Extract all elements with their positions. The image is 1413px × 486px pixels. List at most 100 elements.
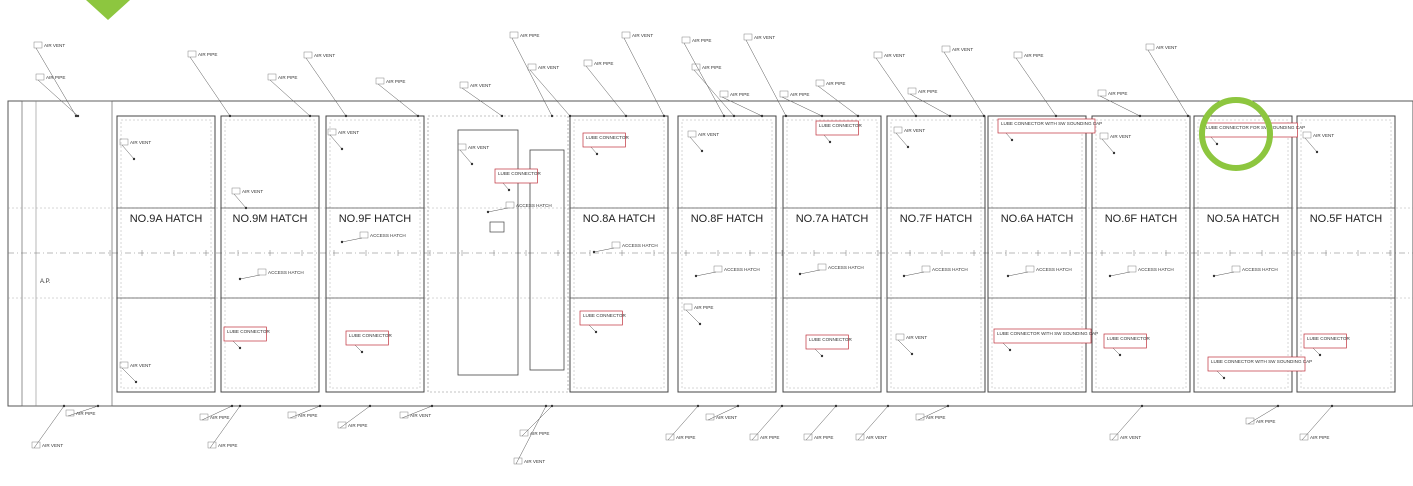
- callout-text: ACCESS HATCH: [1242, 267, 1278, 272]
- hatch-label: NO.9F HATCH: [339, 213, 412, 225]
- leader-line: [1147, 49, 1189, 117]
- callout-bottom: AIR PIPE: [1245, 404, 1280, 425]
- leader-dot: [798, 272, 802, 276]
- hull-outline: [7, 100, 1413, 407]
- leader-dot: [340, 240, 344, 244]
- leader-dot: [470, 162, 474, 166]
- callout-mid: ACCESS HATCH: [902, 265, 968, 278]
- leader-line: [1111, 405, 1143, 441]
- machinery-space-outline: [427, 115, 569, 393]
- callout-text: AIR VENT: [866, 435, 887, 440]
- leader-line: [305, 57, 347, 117]
- leader-line: [623, 37, 665, 117]
- red-callout-box: [345, 330, 389, 346]
- callout-mid: ACCESS HATCH: [798, 263, 864, 276]
- callout-text: AIR PIPE: [1256, 419, 1275, 424]
- callout-text: AIR VENT: [468, 145, 489, 150]
- callout-top: AIR PIPE: [1097, 89, 1142, 118]
- hatch-inner-line: [1300, 119, 1392, 389]
- tag-box: [1109, 433, 1119, 441]
- leader-dot: [736, 404, 740, 408]
- leader-dot: [1006, 274, 1010, 278]
- callout-text: AIR VENT: [632, 33, 653, 38]
- leader-line: [341, 237, 363, 243]
- callout-text: AIR PIPE: [814, 435, 833, 440]
- callout-bottom: AIR VENT: [399, 404, 434, 419]
- callout-bottom: AIR PIPE: [749, 404, 784, 441]
- callout-inner: AIR VENT: [893, 126, 925, 149]
- tag-box: [683, 303, 693, 311]
- tag-box: [921, 265, 931, 273]
- leader-line: [239, 274, 261, 280]
- leader-dot: [244, 206, 248, 210]
- callout-bottom: AIR VENT: [1109, 404, 1144, 441]
- tag-box: [207, 441, 217, 449]
- callout-top: AIR PIPE: [267, 73, 312, 118]
- tag-box: [1299, 433, 1309, 441]
- hatch-inner-line: [786, 119, 878, 389]
- leader-dot: [1008, 348, 1012, 352]
- callout-text: AIR PIPE: [730, 92, 749, 97]
- leader-line: [37, 79, 79, 117]
- callout-text: AIR PIPE: [826, 81, 845, 86]
- leader-line: [121, 144, 135, 160]
- leader-line: [751, 405, 783, 441]
- leader-dot: [594, 330, 598, 334]
- tag-box: [621, 31, 631, 39]
- callout-mid: ACCESS HATCH: [694, 265, 760, 278]
- tag-box: [1097, 89, 1107, 97]
- leader-line: [209, 405, 241, 449]
- leader-dot: [1212, 274, 1216, 278]
- hatch-coaming: [782, 115, 882, 393]
- callout-text: AIR VENT: [130, 140, 151, 145]
- callout-text: LUBE CONNECTOR WITH SW SOUNDING CAP: [1001, 121, 1102, 126]
- callout-text: AIR VENT: [1313, 133, 1334, 138]
- leader-dot: [132, 157, 136, 161]
- leader-line: [707, 405, 739, 421]
- tag-box: [713, 265, 723, 273]
- callout-text: LUBE CONNECTOR WITH SW SOUNDING CAP: [1211, 359, 1312, 364]
- leader-dot: [76, 114, 80, 118]
- callout-top: AIR PIPE: [691, 63, 736, 118]
- callout-text: AIR VENT: [538, 65, 559, 70]
- leader-line: [35, 47, 77, 117]
- red-callout-box: [997, 118, 1096, 134]
- leader-line: [1101, 138, 1115, 154]
- leader-dot: [592, 250, 596, 254]
- leader-line: [943, 51, 985, 117]
- callout-bottom: AIR PIPE: [207, 404, 242, 449]
- callout-bottom: AIR PIPE: [665, 404, 700, 441]
- leader-dot: [624, 114, 628, 118]
- leader-dot: [910, 352, 914, 356]
- tag-box: [1013, 51, 1023, 59]
- callout-text: AIR PIPE: [348, 423, 367, 428]
- tag-box: [303, 51, 313, 59]
- hatch-label: NO.9M HATCH: [233, 213, 308, 225]
- leader-dot: [1215, 142, 1219, 146]
- aft-end-box: [21, 100, 113, 407]
- leader-line: [1213, 271, 1235, 277]
- hatch-inner-line: [1095, 119, 1187, 389]
- callout-text: LUBE CONNECTOR WITH SW SOUNDING CAP: [997, 331, 1098, 336]
- callout-inner: AIR VENT: [119, 138, 151, 161]
- callout-lower: LUBE CONNECTOR: [1103, 333, 1150, 357]
- callout-text: LUBE CONNECTOR: [583, 313, 626, 318]
- callout-text: ACCESS HATCH: [370, 233, 406, 238]
- callout-bottom: AIR PIPE: [337, 404, 372, 429]
- red-callout-box: [1103, 333, 1147, 349]
- tag-box: [459, 81, 469, 89]
- callout-bottom: AIR PIPE: [519, 404, 554, 437]
- callout-inner: AIR VENT: [1099, 132, 1131, 155]
- callout-top: AIR VENT: [873, 51, 918, 118]
- leader-line: [67, 405, 99, 417]
- leader-line: [593, 247, 615, 253]
- callout-text: AIR VENT: [44, 43, 65, 48]
- callout-mid: ACCESS HATCH: [238, 268, 304, 281]
- callout-text: LUBE CONNECTOR FOR SW SOUNDING CAP: [1206, 125, 1305, 130]
- machinery-casing-inner: [529, 149, 565, 371]
- callout-mid: ACCESS HATCH: [1006, 265, 1072, 278]
- leader-dot: [820, 354, 824, 358]
- callout-text: AIR VENT: [754, 35, 775, 40]
- callout-inner: LUBE CONNECTOR: [494, 168, 541, 192]
